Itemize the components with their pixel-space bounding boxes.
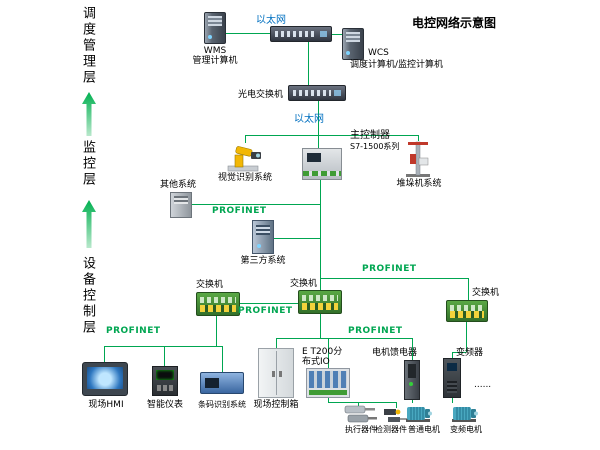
wms-name: WMS: [203, 46, 227, 56]
up-arrow-icon: [82, 92, 96, 136]
hmi-icon: [82, 362, 128, 396]
vision-robot-icon: [227, 146, 261, 172]
wms-server-icon: [204, 12, 226, 44]
control-box-label: 现场控制箱: [253, 400, 299, 410]
link-wms-switch: [226, 33, 270, 34]
link-sensor: [396, 402, 397, 408]
hmi-label: 现场HMI: [88, 400, 124, 410]
vf-motor-label: 变频电机: [450, 425, 482, 434]
vfd-label: 变频器: [456, 348, 484, 358]
link-meter: [164, 346, 165, 366]
ethernet-label-top: 以太网: [256, 15, 286, 26]
switch-left-label: 交换机: [196, 280, 224, 290]
link-bus-plc: [318, 135, 319, 148]
link-switchright-down: [466, 322, 467, 352]
link-bus-vision: [245, 135, 246, 143]
et200-label-2: 布式IO: [302, 357, 330, 367]
link-vfd-motor: [452, 398, 453, 403]
link-other-plc: [192, 204, 320, 205]
link-feeder-motor: [412, 400, 413, 403]
meter-label: 智能仪表: [146, 400, 183, 410]
bus-left-devices: [104, 346, 222, 347]
switch-mid-icon: [298, 290, 342, 314]
switch-mid-label: 交换机: [290, 279, 318, 289]
bus-mid-devices: [276, 338, 412, 339]
link-actuator: [358, 402, 359, 406]
link-et200: [328, 338, 329, 368]
barcode-label: 条码识别系统: [198, 400, 246, 409]
other-system-icon: [170, 192, 192, 218]
link-to-vfd-v: [452, 352, 453, 358]
wcs-server-icon: [342, 28, 364, 60]
ethernet-label-mid: 以太网: [294, 114, 324, 125]
actuator-cylinders-icon: [344, 405, 377, 423]
plc-icon: [302, 148, 342, 180]
diagram-title: 电控网络示意图: [412, 16, 497, 30]
link-switch-wcs: [332, 34, 342, 35]
control-box-icon: [258, 348, 294, 398]
third-party-icon: [252, 220, 274, 254]
link-plc-switch-mid: [320, 180, 321, 292]
controller-model: S7-1500系列: [350, 142, 400, 151]
link-controlbox: [276, 338, 277, 348]
motor-label: 普通电机: [408, 425, 440, 434]
vf-motor-icon: [452, 407, 478, 422]
link-switchleft-down: [216, 316, 217, 346]
bus-et200-devices: [328, 402, 396, 403]
barcode-scanner-icon: [200, 372, 244, 394]
controller-name: 主控制器: [350, 130, 390, 141]
vision-label: 视觉识别系统: [217, 173, 272, 183]
profinet-label-left: PROFINET: [106, 326, 161, 336]
layer-label-device-control: 设备控制层: [80, 256, 95, 336]
link-plc-switch-right: [320, 278, 468, 279]
link-switch-left-mid: [240, 303, 298, 304]
meter-icon: [152, 366, 178, 396]
stacker-label: 堆垛机系统: [396, 179, 442, 189]
wms-desc: 管理计算机: [192, 56, 238, 66]
motor-feeder-icon: [404, 360, 420, 400]
wcs-desc: 调度计算机/监控计算机: [350, 60, 444, 70]
link-drop-switch-right: [468, 278, 469, 300]
feeder-label: 电机馈电器: [372, 348, 418, 358]
link-optical-controller: [318, 101, 319, 135]
sensor-label: 检测器件: [375, 425, 407, 434]
switch-left-icon: [196, 292, 240, 316]
motor-icon: [406, 407, 432, 422]
switch-right-label: 交换机: [472, 288, 500, 298]
link-thirdparty-plc: [274, 238, 320, 239]
stacker-crane-icon: [406, 141, 430, 177]
profinet-label-switches: PROFINET: [238, 306, 293, 316]
layer-label-management: 调度管理层: [80, 6, 95, 86]
optical-switch-label: 光电交换机: [238, 90, 284, 100]
et200-io-icon: [306, 368, 350, 398]
other-system-label: 其他系统: [160, 180, 197, 190]
layer-label-monitoring: 监控层: [80, 140, 95, 188]
link-switchmid-down: [320, 314, 321, 338]
et200-label-1: E T200分: [302, 347, 343, 357]
link-barcode: [222, 346, 223, 372]
profinet-label-right: PROFINET: [362, 264, 417, 274]
link-bus-stacker: [418, 135, 419, 141]
more-devices-ellipsis: ......: [474, 380, 492, 390]
vfd-drive-icon: [443, 358, 461, 398]
profinet-label-mid: PROFINET: [348, 326, 403, 336]
actuator-label: 执行器件: [345, 425, 377, 434]
switch-right-icon: [446, 300, 488, 322]
optical-switch-icon: [288, 85, 346, 101]
link-et200-down: [328, 398, 329, 402]
link-to-vfd-h: [452, 352, 466, 353]
profinet-label-other: PROFINET: [212, 206, 267, 216]
link-switch-optical: [308, 42, 309, 86]
link-feeder: [412, 338, 413, 362]
ethernet-switch-icon: [270, 26, 332, 42]
monitoring-bus: [245, 135, 418, 136]
link-hmi: [104, 346, 105, 362]
up-arrow-icon: [82, 200, 96, 248]
third-party-label: 第三方系统: [240, 256, 286, 266]
wcs-name: WCS: [368, 48, 389, 58]
